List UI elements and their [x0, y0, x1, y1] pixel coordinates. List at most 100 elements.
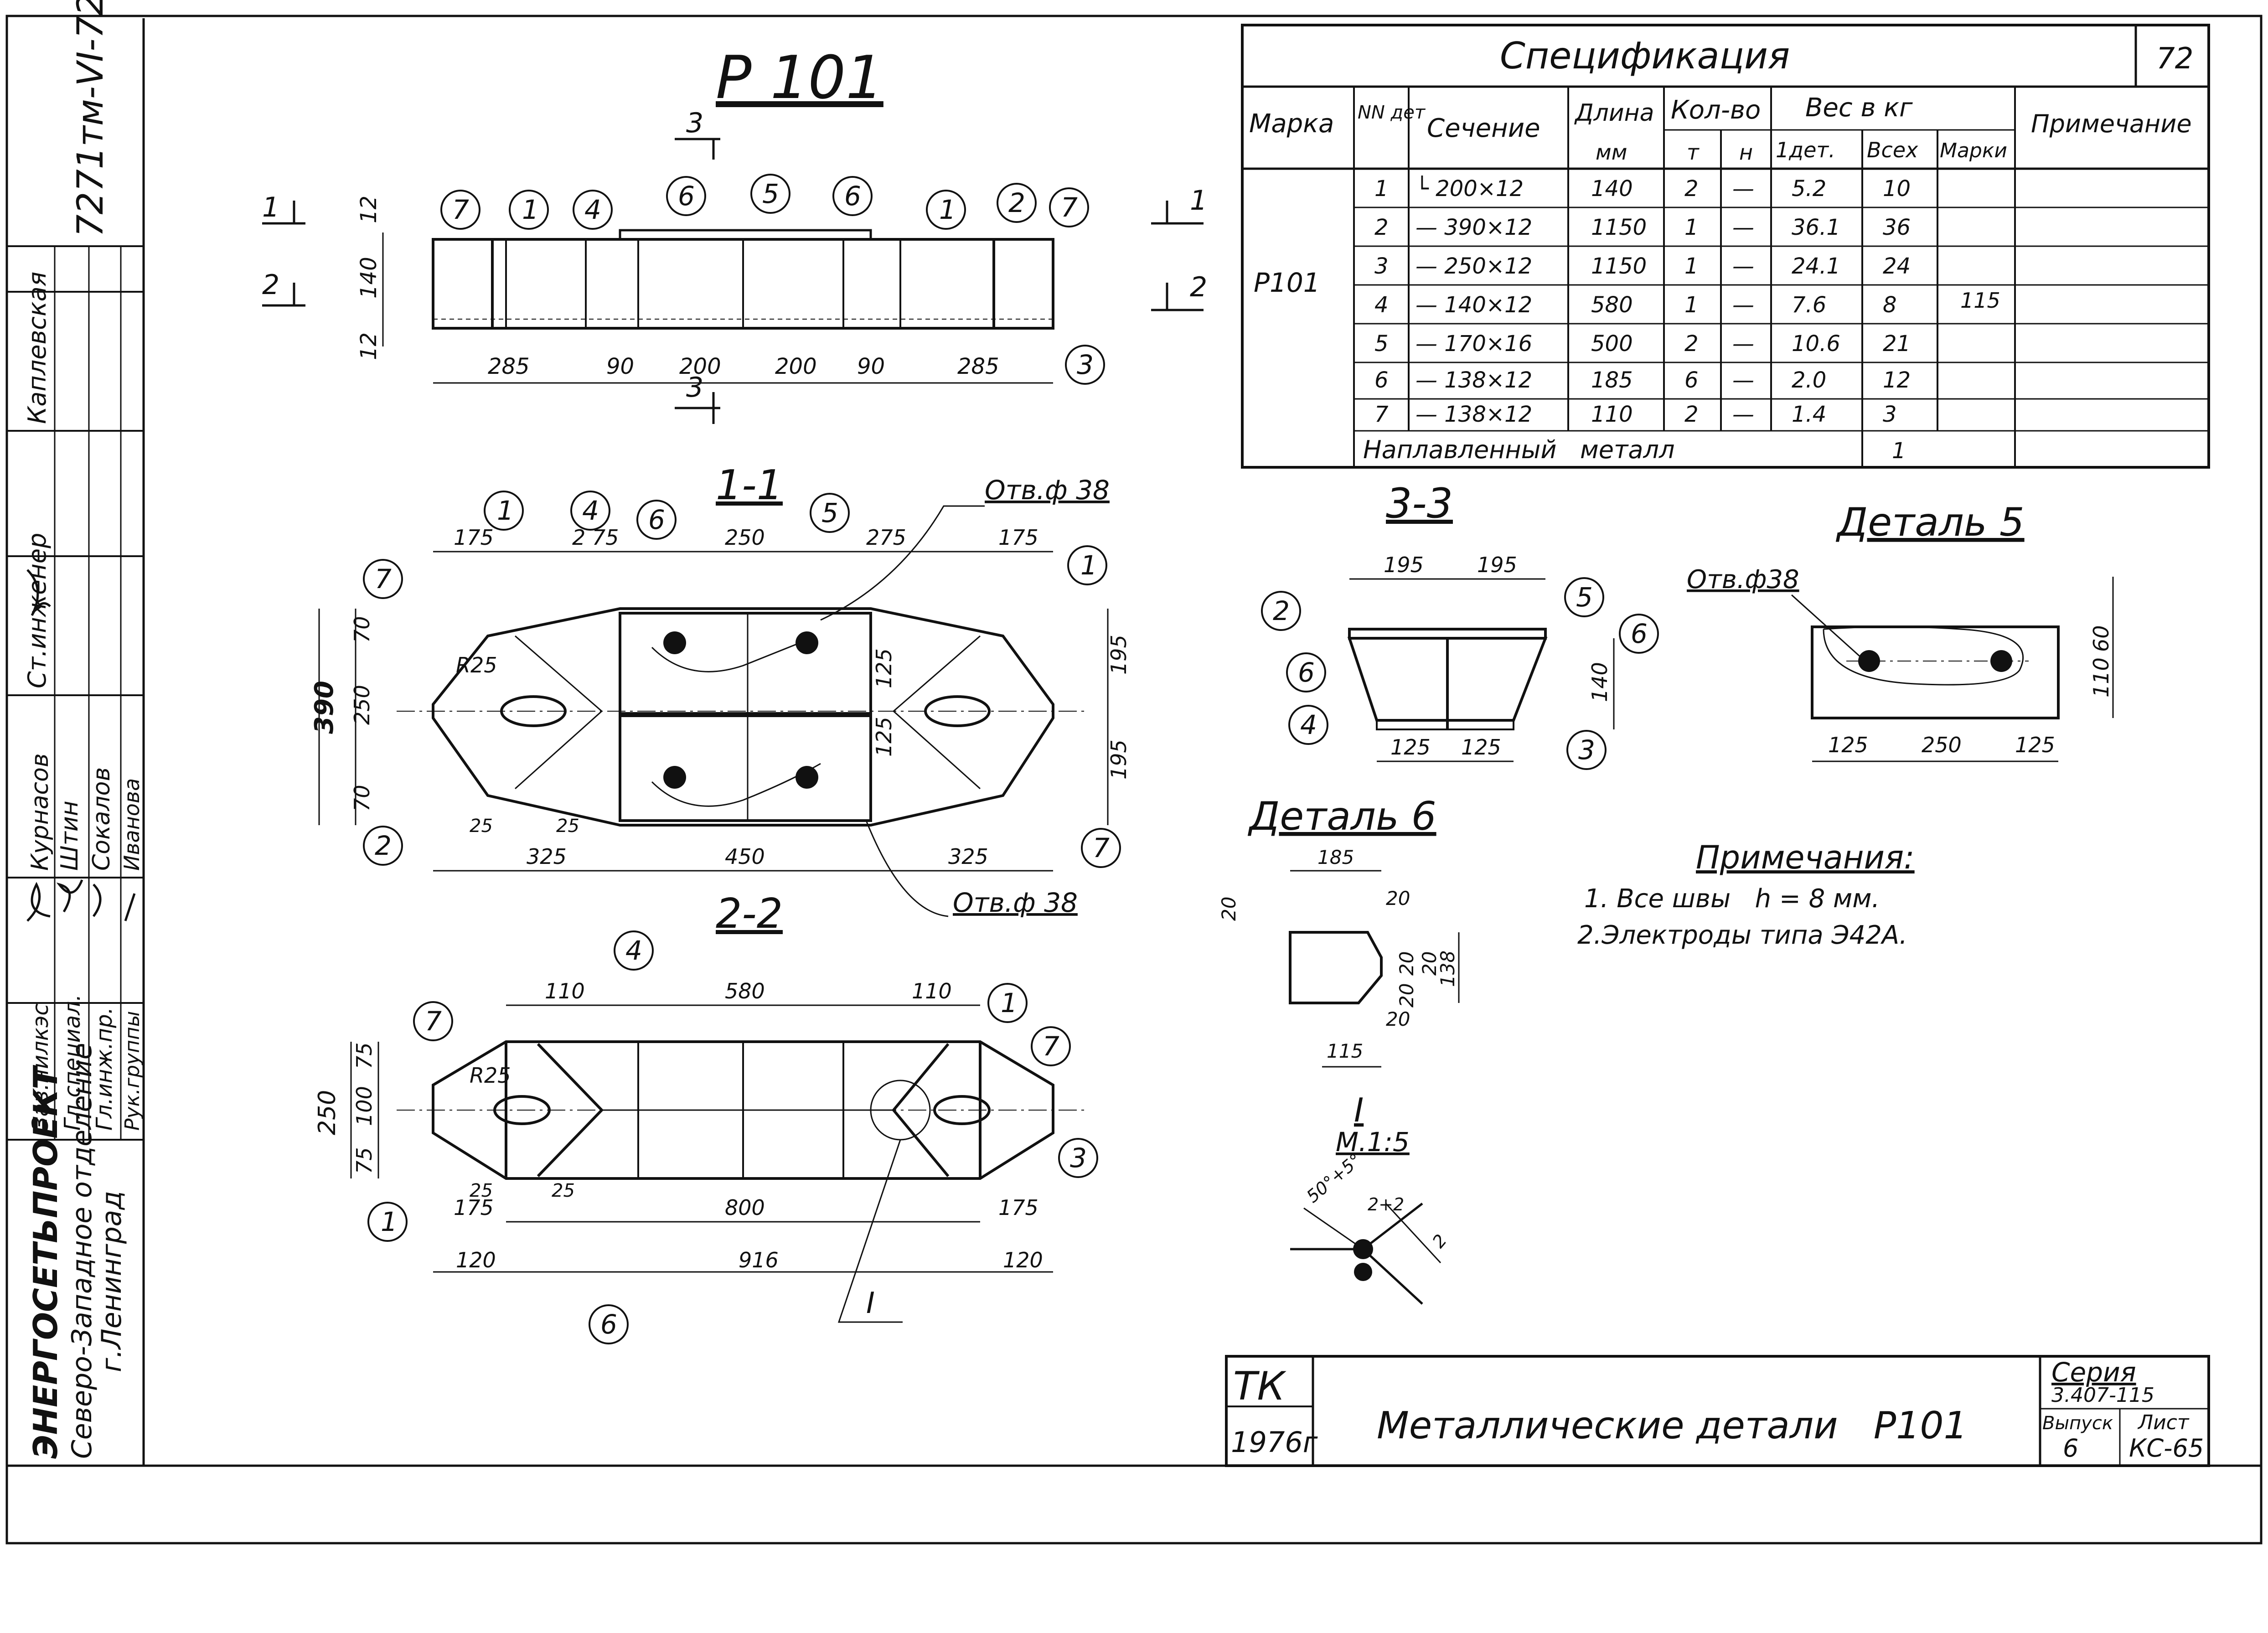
detail-I-view: I М.1:5 50°+5° 2+2 2	[1290, 1091, 1451, 1305]
doc-code: 7271тм-VI-72	[70, 0, 111, 237]
callout-6-22: 6	[600, 1309, 617, 1340]
spec-cell-t: 1	[1684, 215, 1699, 240]
callout-4-22: 4	[625, 935, 642, 966]
r25-label-11: R25	[456, 653, 497, 677]
spec-header-w-mark: Марки	[1940, 139, 2007, 162]
stamp-name-3: Сокалов	[88, 767, 115, 871]
note-1: 1. Все швы h = 8 мм.	[1584, 884, 1880, 914]
detail-I-scale: М.1:5	[1336, 1127, 1410, 1158]
dim-top-200a: 200	[679, 354, 721, 379]
dim-11-325b: 325	[948, 844, 988, 869]
dim-11-125b: 125	[872, 717, 896, 757]
dim-33-195b: 195	[1477, 553, 1517, 577]
spec-cell-n: 6	[1374, 367, 1389, 393]
sec-mark-1-right: 1	[1190, 185, 1207, 217]
callout-7-22: 7	[425, 1006, 442, 1037]
spec-cell-section: — 138×12	[1416, 402, 1532, 427]
spec-mark-weight: 115	[1960, 288, 2000, 313]
dim-33-195a: 195	[1384, 553, 1424, 577]
callout-1-22: 1	[1001, 987, 1018, 1018]
dim-33-125b: 125	[1461, 735, 1501, 760]
dim-22-120b: 120	[1003, 1248, 1043, 1272]
spec-cell-n: 7	[1374, 402, 1389, 427]
dim-d6-185: 185	[1317, 846, 1354, 868]
dim-11-175b: 175	[998, 525, 1038, 550]
dim-11-25a: 25	[470, 816, 493, 837]
dim-11-450: 450	[725, 844, 765, 869]
section-22-view: 110 580 110 250 75 100 75 25 25 175 800 …	[314, 979, 1085, 1323]
callout-7b: 7	[1061, 192, 1078, 223]
spec-cell-h: —	[1732, 253, 1754, 279]
spec-cell-t: 2	[1684, 176, 1699, 202]
dim-33-140: 140	[1587, 662, 1612, 702]
spec-cell-wall: 21	[1883, 331, 1911, 357]
callout-3: 3	[1077, 349, 1094, 380]
dim-22-800: 800	[725, 1195, 765, 1220]
section-22-title: 2-2	[716, 890, 783, 938]
spec-table: Спецификация 72 Марка NN дет Сечение Дли…	[1241, 24, 2210, 469]
dim-d6-20b: 20	[1386, 887, 1410, 910]
spec-cell-wall: 24	[1883, 253, 1911, 279]
dim-d6-20f: 20	[1386, 1008, 1410, 1030]
spec-weld-label: Наплавленный металл	[1363, 435, 1675, 464]
tb-series-label: Серия	[2051, 1357, 2136, 1388]
top-view: 285 90 200 200 90 285 12 140 12 1 2 1 2 …	[262, 107, 1207, 424]
spec-cell-wall: 10	[1883, 176, 1911, 202]
callout-7b-11: 7	[1093, 832, 1110, 863]
detail-I-title: I	[1354, 1091, 1364, 1129]
tb-tk: ТК	[1233, 1364, 1287, 1409]
sheet-number: 72	[2156, 42, 2193, 76]
dim-11-195b: 195	[1106, 739, 1131, 780]
detail6-view: 185 20 20 20 20 20 138 115 20	[1218, 846, 1460, 1068]
note-2: 2.Электроды типа Э42А.	[1577, 920, 1907, 950]
dim-22-25b: 25	[552, 1180, 575, 1201]
sec-mark-2-right: 2	[1190, 271, 1207, 303]
dim-d6-115: 115	[1327, 1040, 1363, 1062]
dim-d5-110: 110	[2089, 657, 2113, 698]
callout-1-11: 1	[497, 495, 514, 526]
stamp-role-4: Рук.группы	[121, 1011, 144, 1131]
dim-d5-125a: 125	[1828, 733, 1868, 757]
stamp-role-2: Гл.специал.	[60, 994, 85, 1131]
dim-22-75b: 75	[352, 1147, 377, 1174]
dim-top-90a: 90	[606, 354, 634, 379]
sec-mark-3-top: 3	[686, 107, 703, 139]
spec-header-note: Примечание	[2031, 109, 2192, 138]
notes-title: Примечания:	[1696, 839, 1915, 876]
dim-d6-20d: 20	[1395, 983, 1418, 1008]
callout-5: 5	[762, 178, 779, 209]
spec-weld-weight: 1	[1892, 438, 1906, 464]
spec-cell-h: —	[1732, 331, 1754, 357]
dim-I-angle: 50°+5°	[1303, 1150, 1365, 1207]
dim-11-390: 390	[310, 681, 339, 734]
dim-22-25a: 25	[470, 1180, 493, 1201]
dim-33-125a: 125	[1390, 735, 1431, 760]
spec-cell-length: 500	[1591, 331, 1633, 357]
drawing-title: Р 101	[716, 43, 883, 112]
spec-cell-w1: 7.6	[1792, 292, 1826, 318]
spec-cell-n: 5	[1374, 331, 1389, 357]
dim-d5-250: 250	[1922, 733, 1962, 757]
spec-title: Спецификация	[1500, 35, 1790, 77]
sec-mark-1-left: 1	[262, 191, 279, 223]
spec-cell-length: 140	[1591, 176, 1633, 202]
hole-label-11-bottom: Отв.ф 38	[953, 887, 1078, 918]
dim-22-110a: 110	[545, 979, 585, 1003]
dim-top-12a: 12	[356, 196, 382, 223]
callout-7b-22: 7	[1043, 1031, 1059, 1062]
spec-cell-w1: 1.4	[1792, 402, 1826, 427]
spec-header-length: Длина	[1574, 99, 1654, 127]
dim-I-2: 2	[1428, 1230, 1451, 1252]
dim-top-12b: 12	[356, 332, 382, 360]
dim-11-275b: 275	[866, 525, 906, 550]
dim-11-250v: 250	[350, 685, 374, 725]
spec-cell-t: 1	[1684, 253, 1699, 279]
dim-22-175b: 175	[998, 1195, 1038, 1220]
callout-7: 7	[452, 194, 469, 225]
section-11-view: 175 2 75 250 275 175 390 70 250 70 195 1…	[310, 475, 1131, 918]
dim-11-125a: 125	[872, 648, 896, 688]
stamp-name-4: Иванова	[119, 778, 144, 871]
spec-header-qty-n: н	[1739, 140, 1753, 165]
dim-I-gap: 2+2	[1368, 1194, 1404, 1214]
callout-4-11: 4	[582, 495, 599, 526]
